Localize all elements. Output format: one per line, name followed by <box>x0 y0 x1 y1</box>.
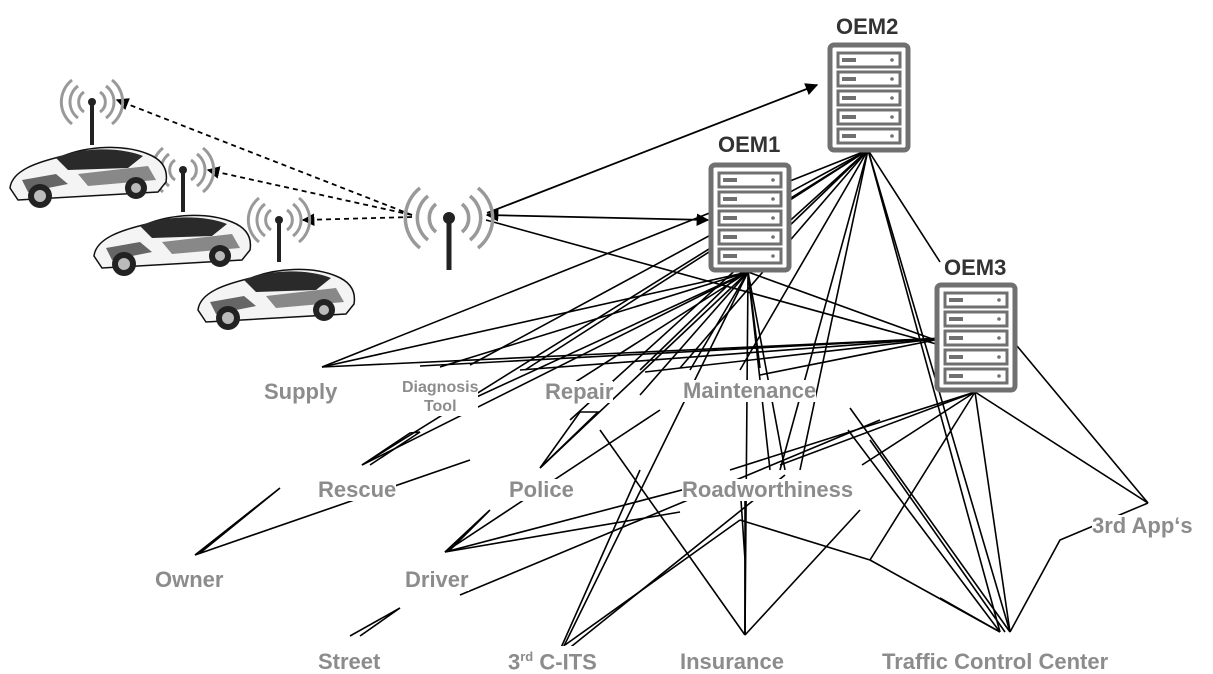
car-icon-1 <box>9 146 168 208</box>
connection-lines <box>194 149 1149 651</box>
oem3-server-icon <box>934 282 1018 393</box>
driver-label: Driver <box>405 567 469 592</box>
police-label: Police <box>509 477 574 502</box>
c-its-superscript: rd <box>520 649 534 664</box>
car-icon-3 <box>197 268 356 330</box>
diagnosis-tool-line2: Tool <box>423 398 457 416</box>
antenna-to-oem-arrows <box>485 83 819 227</box>
wireless-links <box>115 98 413 226</box>
c-its-label: 3rd C-ITS <box>508 646 597 674</box>
oem2-label: OEM2 <box>836 14 899 39</box>
oem1-label: OEM1 <box>718 132 781 157</box>
oem3-label: OEM3 <box>944 255 1007 280</box>
repair-label: Repair <box>545 379 614 404</box>
maintenance-label: Maintenance <box>683 378 817 403</box>
rescue-label: Rescue <box>318 477 397 502</box>
street-label: Street <box>318 649 381 674</box>
diagnosis-tool-label: Diagnosis Tool <box>402 378 479 417</box>
c-its-prefix: 3 <box>508 649 521 674</box>
vehicle-antenna-icon-1 <box>59 78 125 145</box>
roadworthiness-label: Roadworthiness <box>682 477 854 502</box>
traffic-control-center-label: Traffic Control Center <box>882 649 1109 674</box>
supply-label: Supply <box>264 379 338 404</box>
c-its-suffix: C-ITS <box>533 649 597 674</box>
insurance-label: Insurance <box>680 649 784 674</box>
diagnosis-tool-line1: Diagnosis <box>402 379 479 396</box>
vehicle-antenna-icon-3 <box>246 196 312 262</box>
owner-label: Owner <box>155 567 224 592</box>
oem1-server-icon <box>708 162 792 273</box>
third-apps-label: 3rd App‘s <box>1092 513 1193 538</box>
central-antenna-icon <box>403 186 495 270</box>
car-icon-2 <box>93 214 252 276</box>
oem2-server-icon <box>827 42 911 153</box>
